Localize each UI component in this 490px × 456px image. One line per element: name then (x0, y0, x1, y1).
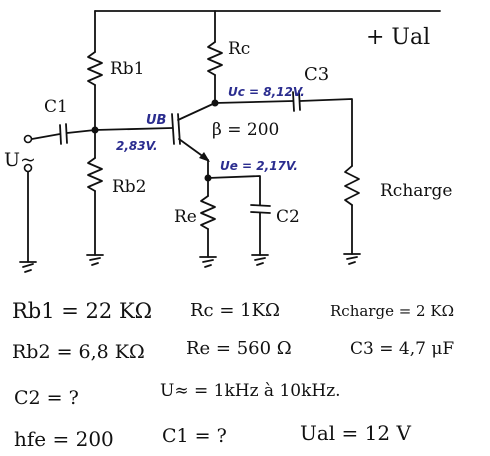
spec-c2: C2 = ? (14, 387, 79, 409)
base-wire (94, 127, 173, 131)
specs-row-1: Rb1 = 22 KΩ Rc = 1KΩ Rcharge = 2 KΩ (12, 299, 454, 323)
transistor-base-bar (171, 113, 175, 145)
ub-label: UB (146, 113, 167, 128)
rc-resistor (207, 41, 223, 76)
spec-ual: Ual = 12 V (300, 421, 411, 445)
rb1-label: Rb1 (110, 59, 145, 79)
specs-row-4: hfe = 200 C1 = ? Ual = 12 V (14, 421, 411, 451)
spec-hfe: hfe = 200 (14, 427, 114, 451)
rcharge-resistor (344, 165, 360, 206)
rcharge-label: Rcharge (380, 181, 452, 201)
c3-plate-left (292, 91, 295, 112)
specs-row-3: C2 = ? U≈ = 1kHz à 10kHz. (14, 381, 341, 409)
spec-re: Re = 560 Ω (186, 338, 292, 359)
ground-4 (251, 254, 269, 266)
rb2-label: Rb2 (112, 177, 147, 197)
c2-plate-top (250, 204, 271, 207)
beta-label: β = 200 (212, 120, 279, 140)
rc-label: Rc (228, 39, 250, 59)
spec-rcharge: Rcharge = 2 KΩ (330, 302, 454, 320)
input-terminal (23, 134, 33, 144)
spec-c1: C1 = ? (162, 425, 227, 447)
input-label: U~ (4, 149, 36, 171)
transistor-collector (177, 102, 216, 121)
spec-rb2: Rb2 = 6,8 KΩ (12, 341, 145, 363)
ground-2 (86, 254, 104, 266)
c1-wire-left (31, 133, 61, 140)
c1-wire-right (66, 129, 96, 134)
re-resistor (200, 195, 216, 230)
emitter-c2-wire (207, 175, 261, 206)
emitter-arrow (199, 152, 210, 162)
spec-rc: Rc = 1KΩ (190, 300, 280, 321)
ub-value: 2,83V. (116, 139, 158, 153)
c1-label: C1 (44, 97, 68, 117)
ground-1 (19, 261, 37, 273)
c3-wire-right (299, 98, 353, 167)
ue-value: Ue = 2,17V. (220, 159, 298, 173)
spec-c3: C3 = 4,7 μF (350, 339, 454, 359)
re-label: Re (174, 207, 197, 227)
rb1-resistor (87, 51, 103, 86)
rb2-resistor (87, 157, 103, 192)
specs-row-2: Rb2 = 6,8 KΩ Re = 560 Ω C3 = 4,7 μF (12, 338, 454, 363)
c2-label: C2 (276, 207, 300, 227)
ground-3 (199, 256, 217, 268)
uc-value: Uc = 8,12V. (228, 85, 305, 99)
c3-label: C3 (304, 64, 329, 85)
spec-u: U≈ = 1kHz à 10kHz. (160, 381, 341, 401)
spec-rb1: Rb1 = 22 KΩ (12, 299, 152, 323)
supply-label: + Ual (366, 25, 430, 50)
c3-wire-left (214, 100, 294, 104)
c1-plate-left (59, 124, 62, 145)
ground-5 (343, 253, 361, 265)
